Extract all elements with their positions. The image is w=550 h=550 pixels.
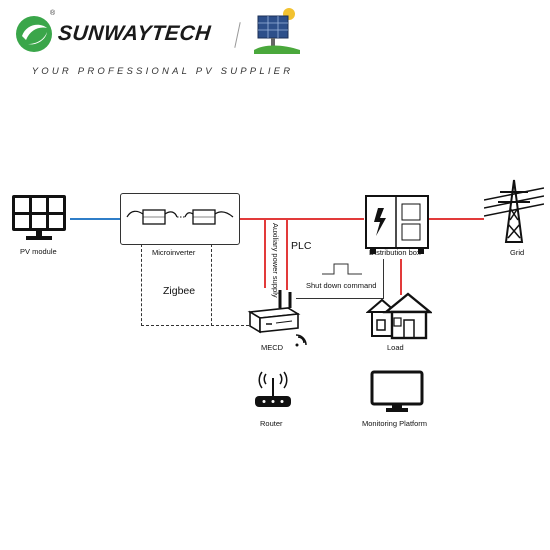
zigbee-label: Zigbee bbox=[163, 285, 196, 297]
pv-module-icon bbox=[12, 195, 66, 240]
mecd-label: MECD bbox=[261, 343, 284, 352]
shutdown-label: Shut down command bbox=[306, 281, 377, 290]
line-box-to-load bbox=[400, 259, 402, 295]
grid-label: Grid bbox=[510, 248, 525, 257]
wifi-signal-icon bbox=[295, 334, 307, 347]
shutdown-pulse-icon bbox=[322, 263, 362, 275]
ac-line-box-to-grid bbox=[428, 218, 484, 220]
brand-name: SUNWAYTECH bbox=[56, 22, 213, 45]
power-tower-icon bbox=[484, 179, 544, 243]
plc-line-vertical bbox=[286, 218, 288, 290]
registered-mark: ® bbox=[50, 10, 56, 17]
router-label: Router bbox=[260, 419, 283, 428]
zigbee-link-right bbox=[211, 244, 212, 326]
load-label: Load bbox=[387, 343, 404, 352]
pv-module-label: PV module bbox=[20, 247, 57, 256]
tagline: YOUR PROFESSIONAL PV SUPPLIER bbox=[31, 66, 294, 77]
solar-farm-icon bbox=[254, 8, 300, 54]
router-icon bbox=[255, 371, 291, 407]
monitor-icon bbox=[370, 370, 424, 412]
zigbee-link-left bbox=[141, 244, 142, 326]
microinverter-icon bbox=[126, 209, 234, 225]
mecd-device-icon bbox=[247, 290, 301, 334]
shutdown-line-horizontal bbox=[296, 298, 383, 299]
shutdown-line-vertical bbox=[383, 259, 384, 299]
ac-line-inverter-to-box bbox=[238, 218, 364, 220]
sunwaytech-logo-icon bbox=[16, 16, 52, 52]
dc-line-pv-to-inverter bbox=[70, 218, 120, 220]
distribution-box-label: Distribution box bbox=[369, 248, 421, 257]
header-divider bbox=[234, 22, 241, 48]
microinverter-label: Microinverter bbox=[152, 248, 196, 257]
microinverter-box bbox=[120, 193, 240, 245]
aux-power-line bbox=[264, 218, 266, 288]
distribution-box-icon bbox=[365, 195, 429, 254]
zigbee-link-bottom bbox=[141, 325, 249, 326]
header: ® SUNWAYTECH YOUR PROFESSIONAL PV SUPPLI… bbox=[0, 0, 550, 80]
plc-label: PLC bbox=[291, 240, 312, 252]
house-load-icon bbox=[366, 292, 432, 340]
monitoring-platform-label: Monitoring Platform bbox=[362, 419, 428, 428]
